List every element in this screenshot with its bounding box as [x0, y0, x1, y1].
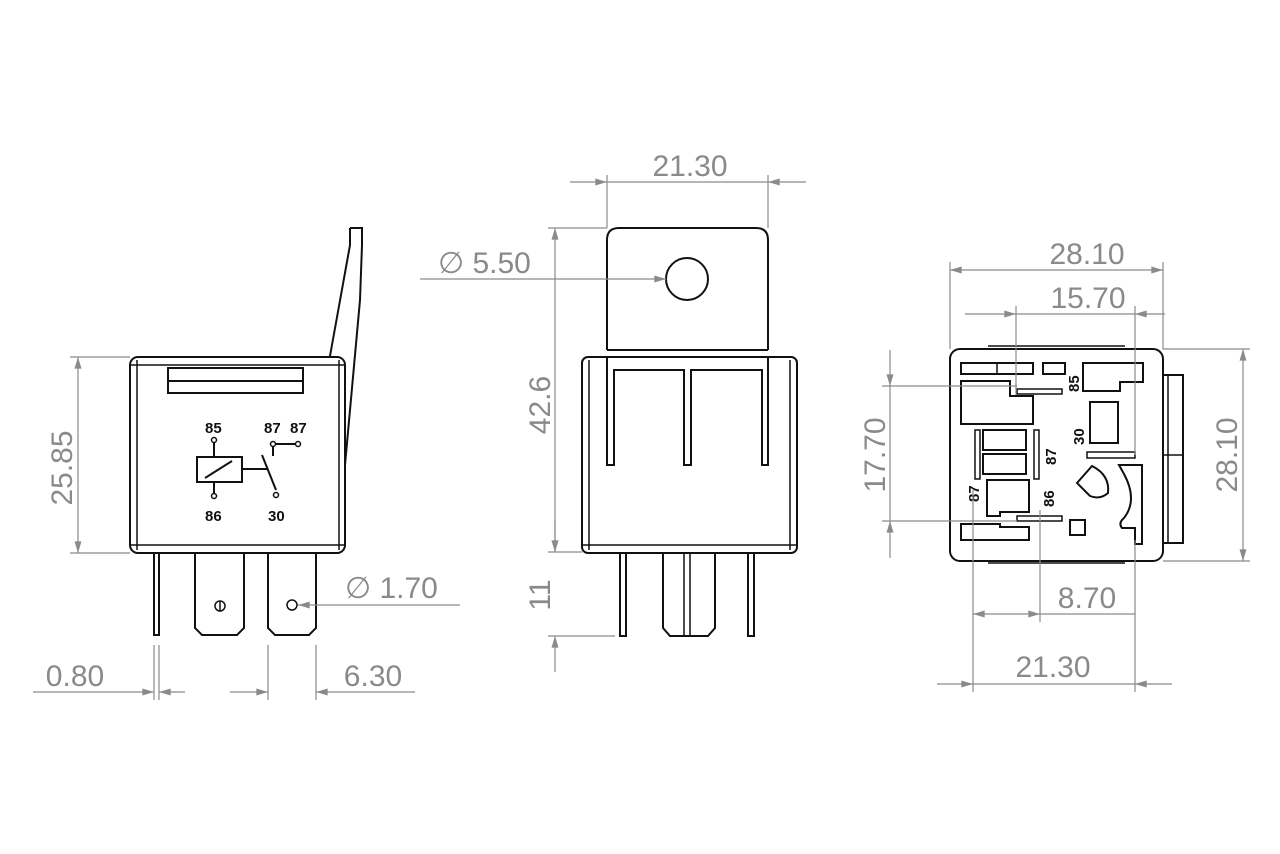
terminal-86-label: 86 — [205, 508, 222, 525]
dimensions: 25.85 0.80 6.30 ∅ 1.70 21.30 ∅ 5.50 42.6… — [33, 150, 1250, 700]
side-view — [581, 227, 798, 637]
dim-base-width: 28.10 — [1049, 238, 1124, 271]
dim-pin-span: 21.30 — [1015, 651, 1090, 684]
dim-pin-length: 11 — [524, 579, 557, 610]
terminal-87-label: 87 — [966, 485, 983, 502]
dim-bracket-hole: ∅ 5.50 — [438, 247, 531, 280]
dim-front-height: 25.85 — [46, 430, 79, 505]
dim-pin-hole: ∅ 1.70 — [345, 572, 438, 605]
dim-overall-height: 42.6 — [524, 376, 557, 434]
terminal-87-label: 87 — [290, 420, 307, 437]
terminal-85-label: 85 — [205, 420, 222, 437]
dim-pin-width: 6.30 — [344, 660, 402, 693]
dim-pin-thickness: 0.80 — [46, 660, 104, 693]
dim-pin-spacing-b: 17.70 — [859, 417, 892, 492]
terminal-87-label: 87 — [1043, 448, 1060, 465]
dim-bracket-width: 21.30 — [652, 150, 727, 183]
relay-schematic: 85 86 87 87 30 — [196, 420, 307, 525]
terminal-87-label: 87 — [264, 420, 281, 437]
front-view: 85 86 87 87 30 — [129, 227, 363, 636]
terminal-30-label: 30 — [268, 508, 285, 525]
dim-pin-spacing-a: 15.70 — [1050, 282, 1125, 315]
terminal-30-label: 30 — [1071, 428, 1088, 445]
terminal-85-label: 85 — [1066, 375, 1083, 392]
dim-base-depth: 28.10 — [1211, 417, 1244, 492]
bottom-view: 85 30 87 87 86 — [949, 345, 1184, 564]
terminal-86-label: 86 — [1041, 490, 1058, 507]
dim-pin-spacing-c: 8.70 — [1058, 582, 1116, 615]
